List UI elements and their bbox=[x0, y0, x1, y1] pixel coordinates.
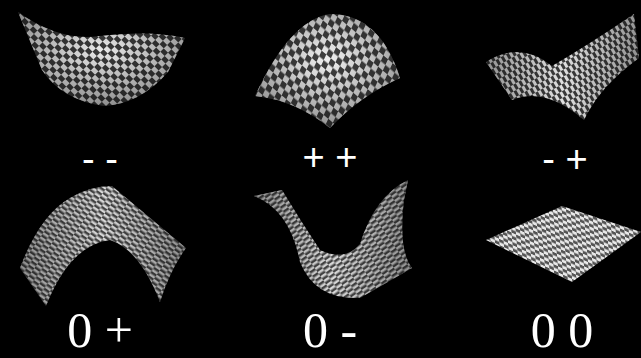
trough-surface bbox=[254, 180, 412, 298]
curvature-sign-label: 0 + bbox=[67, 305, 133, 355]
bowl-surface bbox=[18, 12, 185, 106]
curvature-sign-label: 0 - bbox=[303, 305, 357, 355]
ridge-surface bbox=[20, 186, 186, 306]
saddle-surface bbox=[486, 14, 639, 120]
dome-surface bbox=[255, 14, 400, 128]
curvature-sign-label: - + bbox=[542, 140, 587, 178]
curvature-sign-label: - - bbox=[82, 140, 118, 178]
curvature-sign-label: 0 0 bbox=[531, 305, 594, 355]
plane-surface bbox=[486, 206, 641, 282]
curvature-sign-label: + + bbox=[303, 138, 358, 176]
